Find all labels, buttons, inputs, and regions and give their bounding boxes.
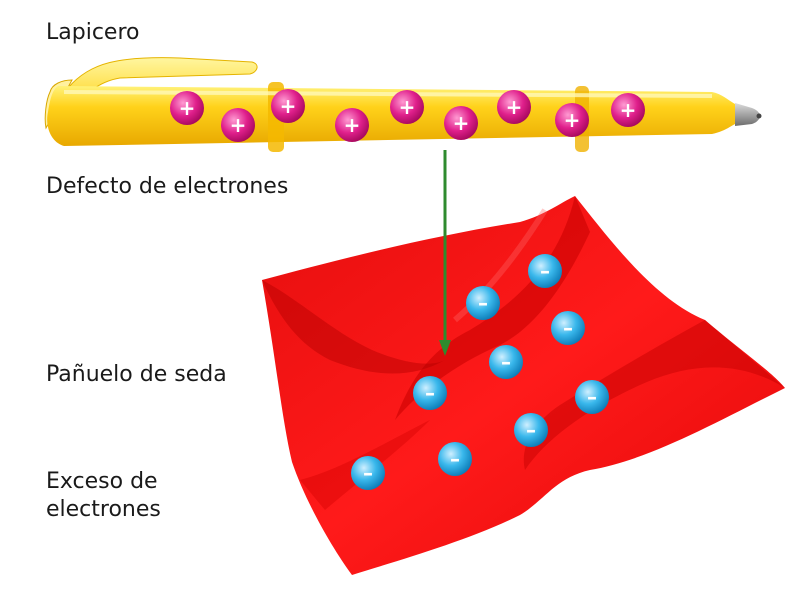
positive-charge-5: + — [390, 90, 424, 124]
pen-label: Lapicero — [46, 20, 140, 45]
positive-charge-9: + — [611, 93, 645, 127]
svg-text:+: + — [399, 95, 416, 119]
negative-charge-8: – — [438, 442, 472, 476]
positive-charge-3: + — [271, 89, 305, 123]
svg-text:–: – — [450, 447, 460, 471]
negative-charge-1: – — [528, 254, 562, 288]
svg-text:–: – — [501, 350, 511, 374]
negative-charge-6: – — [575, 380, 609, 414]
svg-text:+: + — [344, 113, 361, 137]
negative-charge-9: – — [351, 456, 385, 490]
defect-label: Defecto de electrones — [46, 174, 289, 199]
silk-cloth — [262, 196, 785, 575]
negative-charge-3: – — [551, 311, 585, 345]
positive-charge-4: + — [335, 108, 369, 142]
svg-text:+: + — [564, 108, 581, 132]
positive-charge-1: + — [170, 91, 204, 125]
positive-charge-7: + — [497, 90, 531, 124]
svg-text:–: – — [563, 316, 573, 340]
svg-text:+: + — [230, 113, 247, 137]
positive-charge-8: + — [555, 103, 589, 137]
svg-text:–: – — [587, 385, 597, 409]
excess-label: Exceso de electrones — [46, 469, 161, 522]
svg-text:–: – — [363, 461, 373, 485]
svg-text:–: – — [540, 259, 550, 283]
negative-charge-5: – — [413, 376, 447, 410]
negative-charge-2: – — [466, 286, 500, 320]
svg-text:+: + — [506, 95, 523, 119]
svg-text:–: – — [425, 381, 435, 405]
negative-charges: – – – – – – – – – — [351, 254, 609, 490]
svg-text:+: + — [620, 98, 637, 122]
positive-charge-2: + — [221, 108, 255, 142]
positive-charge-6: + — [444, 106, 478, 140]
svg-text:+: + — [280, 94, 297, 118]
negative-charge-4: – — [489, 345, 523, 379]
negative-charge-7: – — [514, 413, 548, 447]
transfer-arrow — [439, 150, 451, 356]
svg-text:–: – — [526, 418, 536, 442]
svg-text:–: – — [478, 291, 488, 315]
silk-label: Pañuelo de seda — [46, 362, 227, 387]
svg-text:+: + — [179, 96, 196, 120]
positive-charges: + + + + + + + + + — [170, 89, 645, 142]
svg-text:+: + — [453, 111, 470, 135]
